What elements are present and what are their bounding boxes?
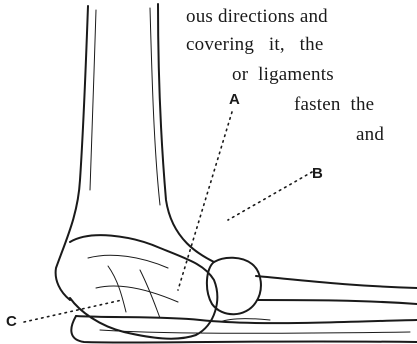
label-c: C <box>6 314 17 330</box>
label-leaders <box>24 112 312 322</box>
label-b: B <box>312 166 323 182</box>
text-line-4: fasten the <box>294 94 374 116</box>
text-line-3: or ligaments <box>232 64 334 86</box>
leader-b <box>228 172 312 220</box>
ulna-bone <box>71 316 417 343</box>
radius-bone <box>207 258 417 315</box>
label-a: A <box>229 92 240 108</box>
leader-a <box>178 112 232 290</box>
text-line-2: covering it, the <box>186 34 324 56</box>
text-line-5: and <box>356 124 384 146</box>
text-line-1: ous directions and <box>186 6 328 28</box>
